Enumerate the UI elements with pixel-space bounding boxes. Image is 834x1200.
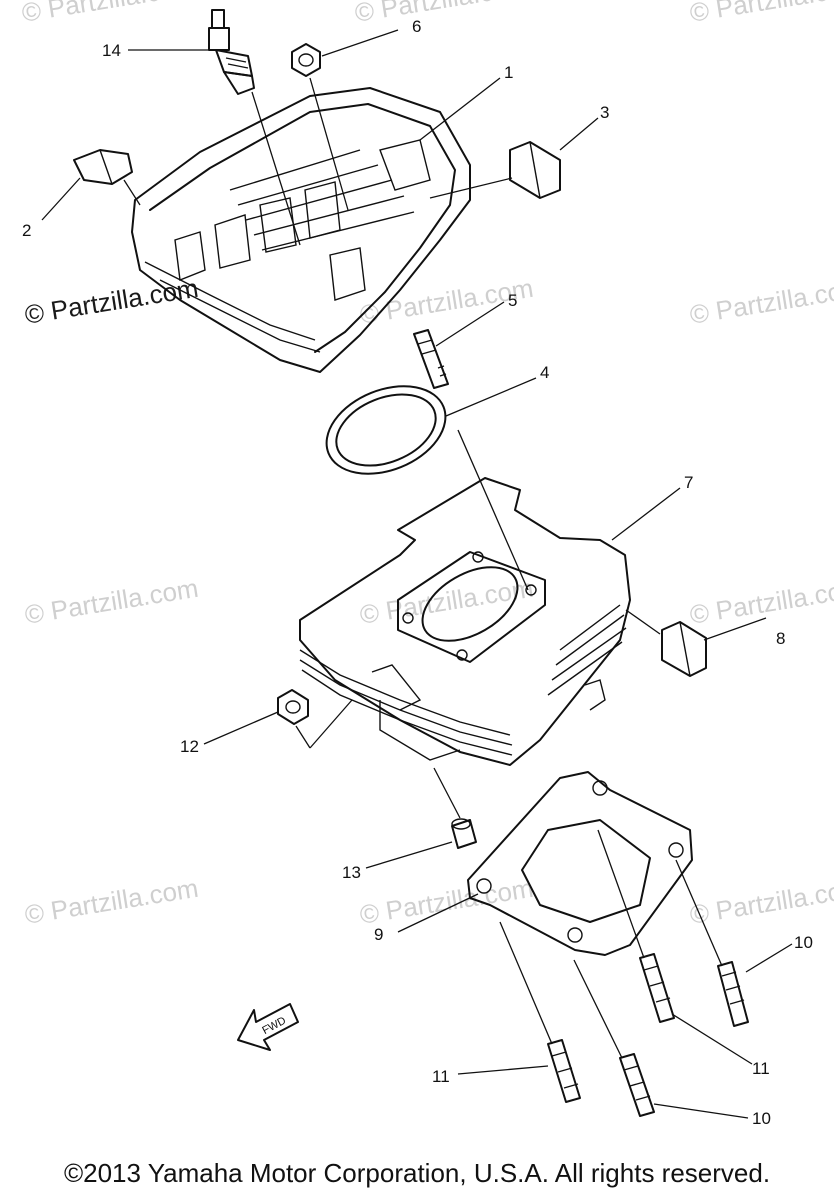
callout-2: 2 <box>22 221 31 240</box>
callout-4: 4 <box>540 363 549 382</box>
stud-bolt-part-11-left <box>547 1039 581 1103</box>
stud-bolt-part-5 <box>413 329 449 389</box>
stud-bolt-part-10-right <box>717 961 749 1027</box>
spark-plug-part-14 <box>208 9 255 95</box>
callout-numbers: 14 6 1 3 2 5 4 7 8 12 13 9 10 11 11 10 <box>22 17 813 1128</box>
leader-lines <box>41 29 793 1119</box>
dowel-pin-part-13 <box>451 818 477 849</box>
callout-11-left: 11 <box>432 1067 450 1086</box>
cylinder-head-part-1 <box>131 87 471 373</box>
callout-9: 9 <box>374 925 383 944</box>
fwd-arrow-icon: FWD <box>237 1003 299 1051</box>
callout-11-right: 11 <box>752 1059 770 1078</box>
callout-6: 6 <box>412 17 421 36</box>
damper-part-2 <box>73 149 133 185</box>
callout-13: 13 <box>342 863 361 882</box>
callout-10-right: 10 <box>794 933 813 952</box>
callout-3: 3 <box>600 103 609 122</box>
stud-bolt-part-11-right <box>639 953 675 1023</box>
callout-5: 5 <box>508 291 517 310</box>
callout-7: 7 <box>684 473 693 492</box>
callout-14: 14 <box>102 41 121 60</box>
head-gasket-part-4 <box>325 385 447 475</box>
callout-10-left: 10 <box>752 1109 771 1128</box>
copyright-notice: ©2013 Yamaha Motor Corporation, U.S.A. A… <box>63 1158 771 1188</box>
cylinder-part-7 <box>299 477 631 766</box>
stud-bolt-part-10-left <box>619 1053 655 1117</box>
nut-part-6 <box>291 43 321 77</box>
damper-part-3 <box>509 141 561 199</box>
base-gasket-part-9 <box>467 771 693 956</box>
callout-12: 12 <box>180 737 199 756</box>
callout-8: 8 <box>776 629 785 648</box>
damper-part-8 <box>661 621 707 677</box>
nut-part-12 <box>277 689 309 725</box>
callout-1: 1 <box>504 63 513 82</box>
